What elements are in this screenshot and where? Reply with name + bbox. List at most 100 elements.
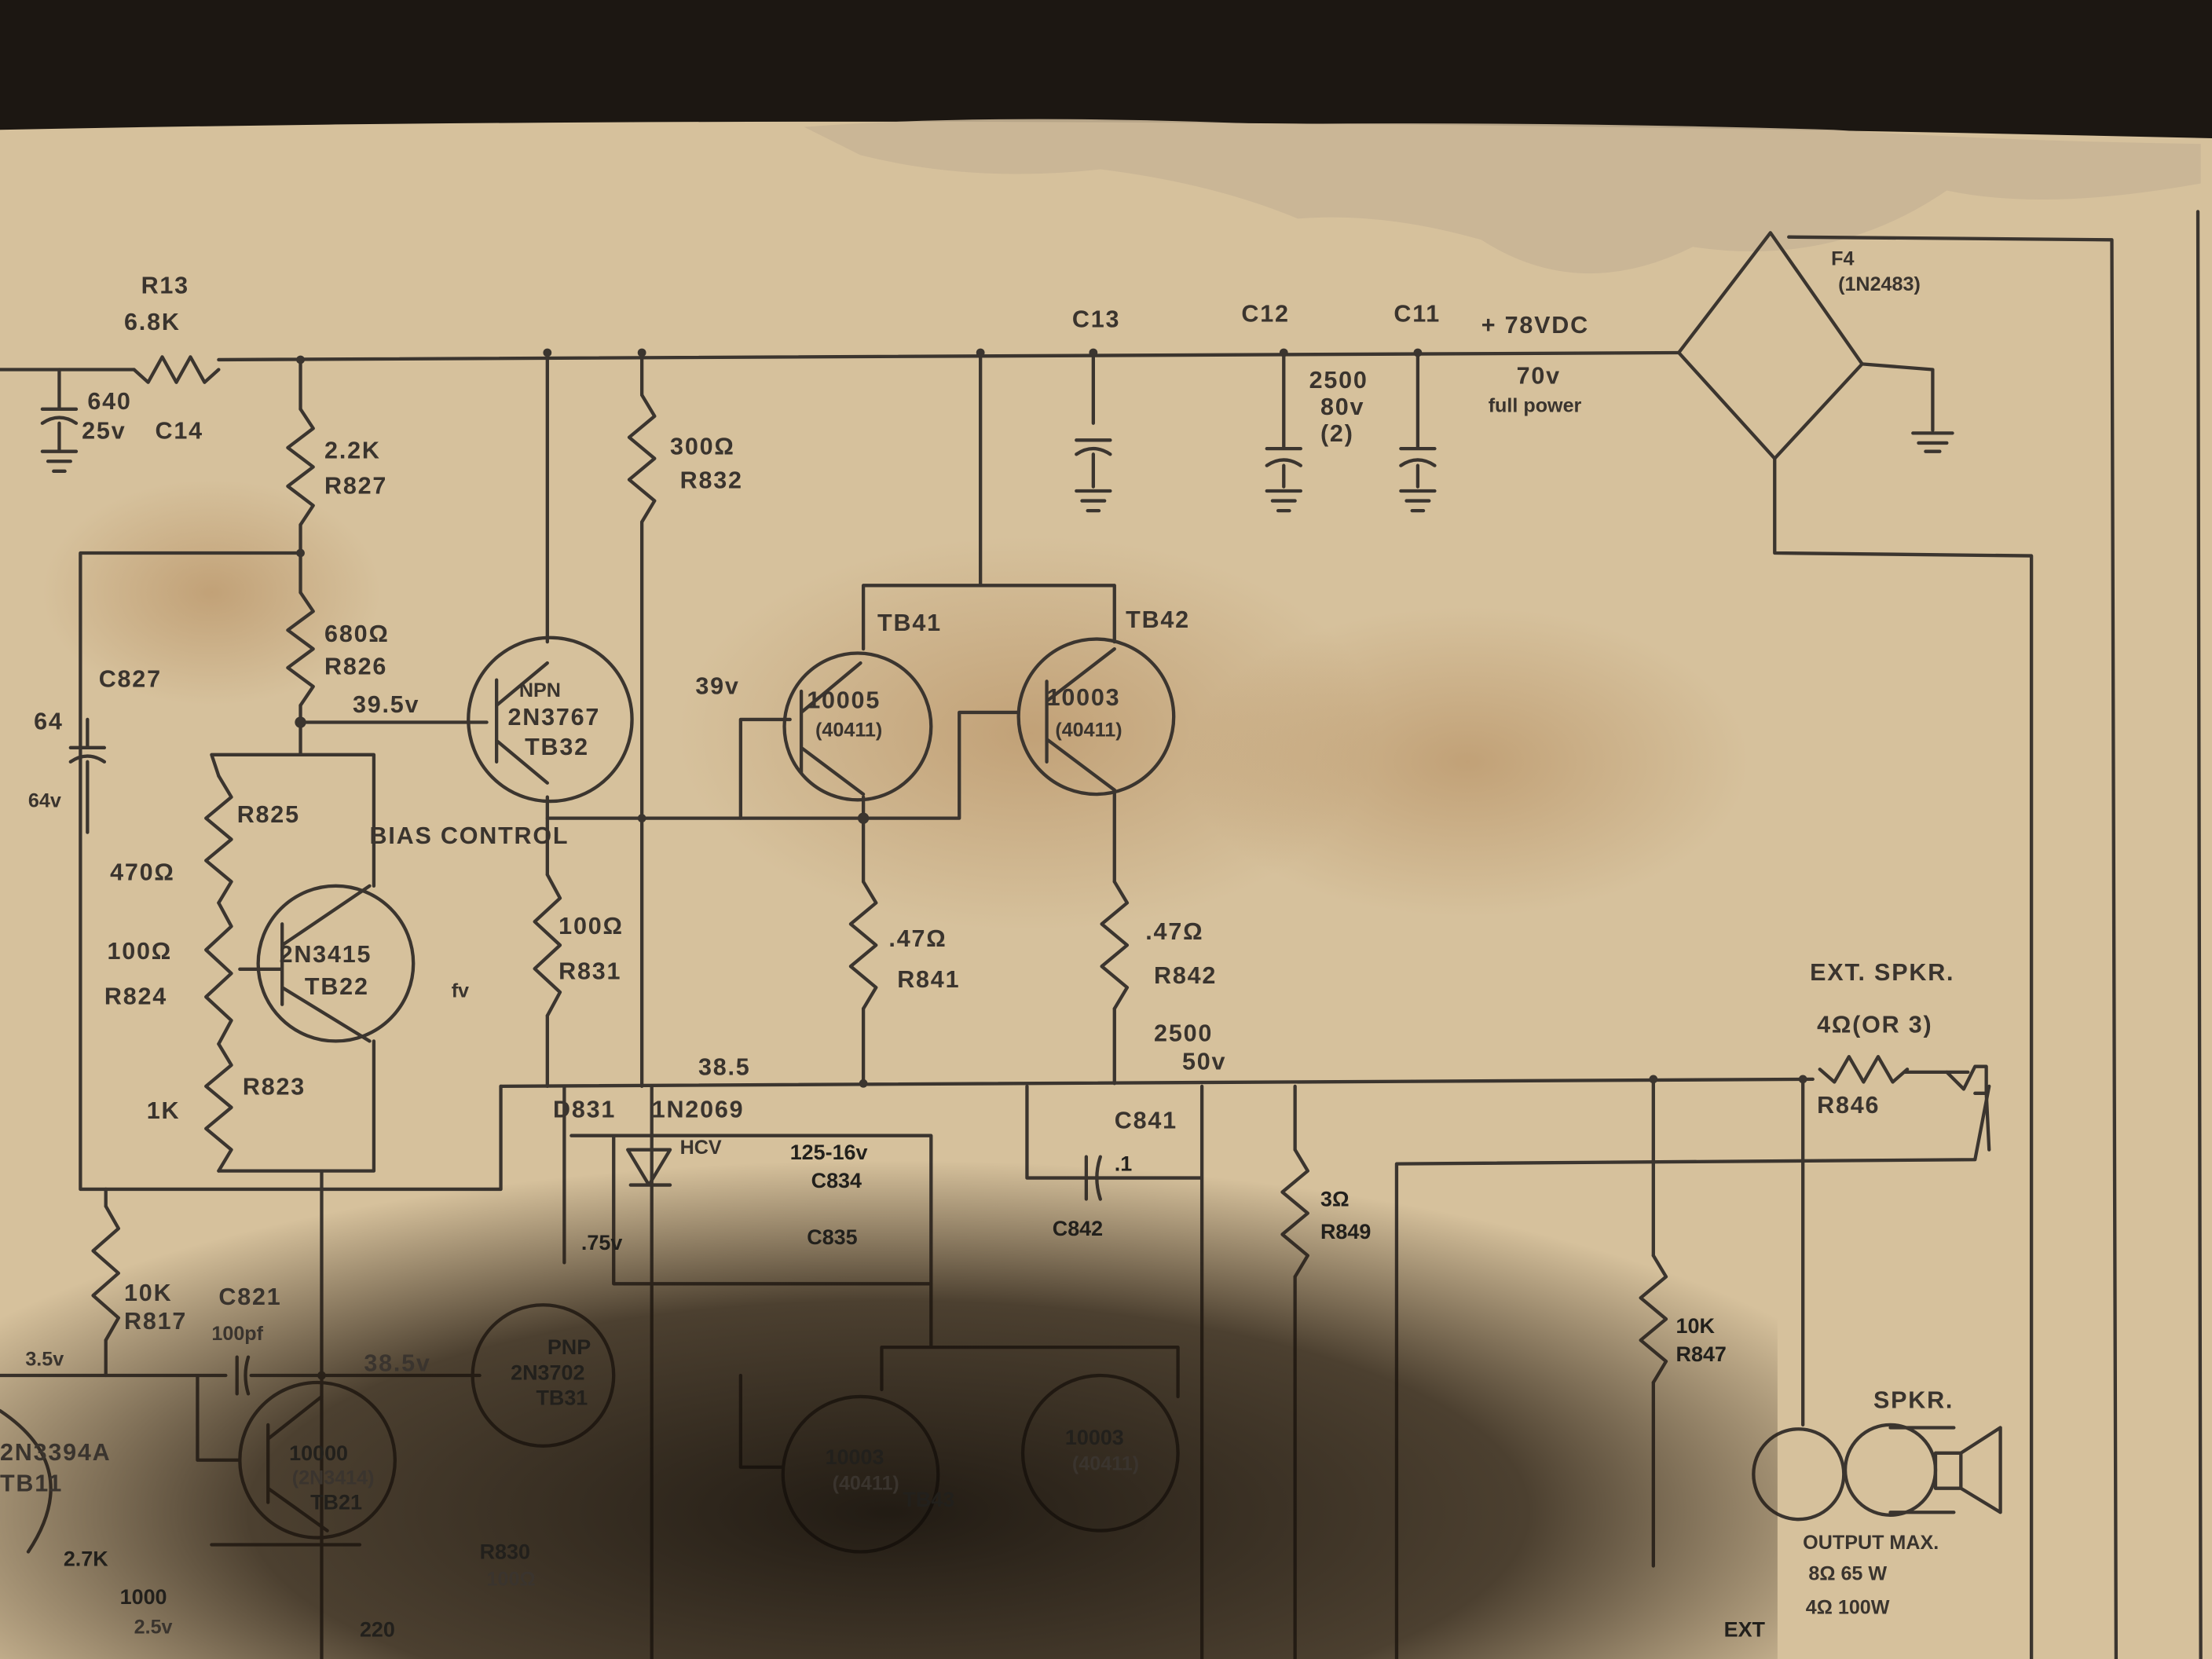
label-tb21-ref: TB21 bbox=[310, 1491, 362, 1514]
label-c842-value: .1 bbox=[1115, 1152, 1132, 1176]
label-d831-note: HCV bbox=[680, 1137, 722, 1159]
label-tb44-alt: (40411) bbox=[1072, 1452, 1139, 1474]
label-r826-ref: R826 bbox=[324, 653, 387, 679]
resistor-r842 bbox=[1100, 880, 1130, 1011]
label-tb42-alt: (40411) bbox=[1055, 719, 1122, 741]
label-r842-ref: R842 bbox=[1154, 962, 1217, 989]
label-tb31-ref: TB31 bbox=[536, 1386, 588, 1410]
label-ext: EXT bbox=[1724, 1617, 1766, 1641]
label-tb11-part: 2N3394A bbox=[0, 1439, 112, 1466]
label-c827-ref: C827 bbox=[99, 666, 162, 693]
label-r827-value: 2.2K bbox=[324, 438, 381, 464]
label-tb21-part: 10000 bbox=[289, 1441, 348, 1465]
label-bias-control: BIAS CONTROL bbox=[370, 822, 569, 849]
label-bridge-part: (1N2483) bbox=[1838, 273, 1921, 295]
label-tb42-ref: TB42 bbox=[1126, 606, 1190, 633]
label-c821-ref: C821 bbox=[218, 1284, 281, 1310]
label-tb32-part: 2N3767 bbox=[508, 704, 601, 731]
label-r847-ref: R847 bbox=[1676, 1342, 1727, 1366]
label-d831-part: 1N2069 bbox=[652, 1096, 745, 1122]
label-c14-voltage: 25v bbox=[82, 418, 126, 445]
resistor-r832 bbox=[627, 393, 657, 524]
resistor-r13 bbox=[132, 355, 221, 384]
label-c14-ref: C14 bbox=[156, 418, 203, 445]
label-r823-value: 1K bbox=[147, 1097, 181, 1124]
label-tb42-part: 10003 bbox=[1047, 684, 1121, 711]
label-r817-ref: R817 bbox=[124, 1308, 187, 1335]
label-r827-ref: R827 bbox=[324, 473, 387, 500]
resistor-r825 bbox=[204, 774, 233, 905]
label-r849-ref: R849 bbox=[1320, 1220, 1371, 1243]
label-node-35: 3.5v bbox=[25, 1348, 64, 1370]
label-c1000-value: 1000 bbox=[120, 1585, 167, 1609]
label-tb32-type: NPN bbox=[519, 679, 561, 701]
label-r832-ref: R832 bbox=[680, 467, 743, 493]
label-r825-value: 470Ω bbox=[110, 859, 175, 886]
label-node-385: 38.5 bbox=[698, 1053, 751, 1080]
label-r830-value: 100Ω bbox=[487, 1569, 536, 1591]
label-c842-ref: C842 bbox=[1053, 1217, 1103, 1240]
label-c841-value: 2500 bbox=[1154, 1020, 1213, 1046]
label-tb44-part: 10003 bbox=[1065, 1426, 1124, 1449]
resistor-r827 bbox=[286, 407, 315, 527]
resistor-r824 bbox=[204, 901, 233, 1046]
label-r-27k: 2.7K bbox=[64, 1547, 108, 1570]
label-tb22-part: 2N3415 bbox=[280, 941, 372, 968]
label-r826-value: 680Ω bbox=[324, 621, 390, 647]
label-c841-voltage: 50v bbox=[1182, 1048, 1226, 1075]
label-supply-voltage: + 78VDC bbox=[1481, 312, 1589, 339]
transistor-tb41 bbox=[782, 651, 933, 802]
label-c834-ref: C834 bbox=[811, 1169, 862, 1192]
label-tb41-part: 10005 bbox=[807, 687, 881, 714]
resistor-r846 bbox=[1818, 1054, 1910, 1084]
label-c827-voltage: 64v bbox=[28, 789, 61, 811]
label-r823-ref: R823 bbox=[243, 1074, 306, 1101]
label-tb43-part: 10003 bbox=[826, 1445, 884, 1469]
label-full-power-voltage: 70v bbox=[1517, 362, 1561, 389]
resistor-r831 bbox=[533, 873, 562, 1018]
label-075v: .75v bbox=[581, 1231, 622, 1254]
label-r841-ref: R841 bbox=[897, 966, 960, 993]
label-c12-qty: (2) bbox=[1320, 420, 1354, 447]
label-tb31-part: 2N3702 bbox=[511, 1361, 584, 1384]
label-r13-value: 6.8K bbox=[124, 309, 181, 335]
label-c827-value: 64 bbox=[34, 708, 64, 734]
stain bbox=[677, 536, 1382, 932]
label-tb11-ref: TB11 bbox=[0, 1470, 63, 1496]
label-r831-ref: R831 bbox=[558, 958, 621, 984]
label-c835-ref: C835 bbox=[807, 1225, 857, 1249]
label-r841-value: .47Ω bbox=[888, 925, 947, 952]
label-tb41-ref: TB41 bbox=[877, 610, 942, 636]
label-c12: C12 bbox=[1241, 300, 1289, 327]
label-tb22-note: fv bbox=[452, 980, 469, 1002]
label-node-395: 39.5v bbox=[353, 691, 419, 718]
label-full-power: full power bbox=[1489, 394, 1582, 416]
label-tb31-type: PNP bbox=[548, 1335, 591, 1359]
label-r849-value: 3Ω bbox=[1320, 1188, 1350, 1211]
label-ext-speaker: EXT. SPKR. bbox=[1810, 959, 1954, 986]
label-bridge-ref: F4 bbox=[1831, 248, 1854, 270]
ext-speaker-jack bbox=[1945, 1064, 1991, 1152]
label-r832-value: 300Ω bbox=[670, 433, 735, 460]
label-r13-ref: R13 bbox=[141, 273, 189, 299]
label-tb21-alt: (2N3414) bbox=[292, 1467, 375, 1489]
label-r825-ref: R825 bbox=[237, 801, 300, 828]
label-tb41-alt: (40411) bbox=[815, 719, 882, 741]
label-r817-value: 10K bbox=[124, 1280, 172, 1306]
labels: R13 6.8K 640 25v C14 C13 C12 2500 80v (2… bbox=[0, 248, 1954, 1642]
label-c1000-voltage: 2.5v bbox=[134, 1617, 173, 1639]
label-r847-value: 10K bbox=[1676, 1314, 1716, 1338]
label-c13: C13 bbox=[1072, 306, 1120, 333]
water-damage bbox=[804, 119, 2201, 274]
stain bbox=[1185, 606, 1749, 917]
label-r831-value: 100Ω bbox=[558, 913, 624, 939]
label-c12-value: 2500 bbox=[1309, 367, 1368, 394]
label-tb22-ref: TB22 bbox=[305, 973, 369, 1000]
label-r-220: 220 bbox=[360, 1617, 395, 1641]
resistor-r841 bbox=[848, 880, 878, 1011]
transistor-tb32 bbox=[467, 635, 634, 804]
label-tb32-ref: TB32 bbox=[525, 734, 589, 760]
label-r824-value: 100Ω bbox=[107, 938, 172, 965]
label-tb43-alt: (40411) bbox=[833, 1472, 899, 1494]
